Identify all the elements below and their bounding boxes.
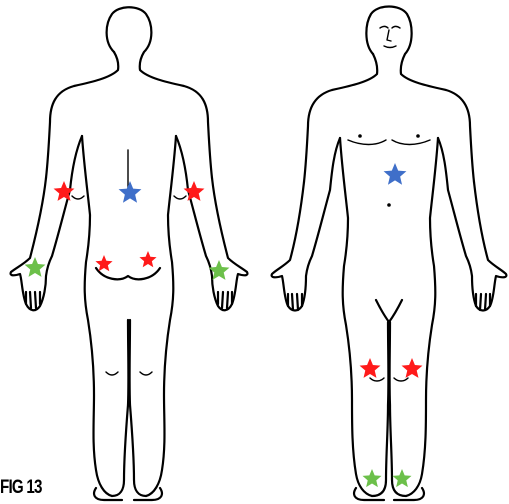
front-neck-left — [304, 54, 377, 182]
back-left-arm — [11, 136, 82, 310]
front-right-foot-star-icon — [392, 469, 411, 487]
front-torso-left — [340, 138, 388, 496]
front-head — [366, 7, 474, 183]
front-view-figure — [272, 7, 507, 501]
back-right-buttock-star-icon — [139, 251, 156, 267]
back-neck-left — [46, 52, 118, 178]
front-right-nipple — [416, 134, 420, 138]
back-left-buttock-star-icon — [95, 255, 112, 271]
front-face-mouth — [384, 46, 396, 48]
back-buttock-line — [96, 268, 160, 279]
figure-label: FIG 13 — [0, 478, 42, 497]
markers-layer — [25, 163, 423, 487]
front-left-knee-star-icon — [360, 358, 381, 378]
front-feet — [354, 488, 424, 500]
back-head — [107, 7, 212, 178]
front-face-eyes — [380, 27, 400, 29]
back-right-arm — [176, 136, 247, 310]
back-view-figure — [11, 7, 248, 500]
front-face-nose — [387, 30, 391, 41]
front-torso-right — [390, 138, 438, 496]
front-crotch — [376, 300, 402, 322]
front-navel — [387, 203, 391, 207]
front-right-knee-star-icon — [402, 358, 423, 378]
back-lower-spine-star-icon — [119, 181, 142, 203]
front-abdomen-star-icon — [384, 163, 407, 185]
front-left-nipple — [358, 134, 362, 138]
front-left-foot-star-icon — [362, 469, 381, 487]
